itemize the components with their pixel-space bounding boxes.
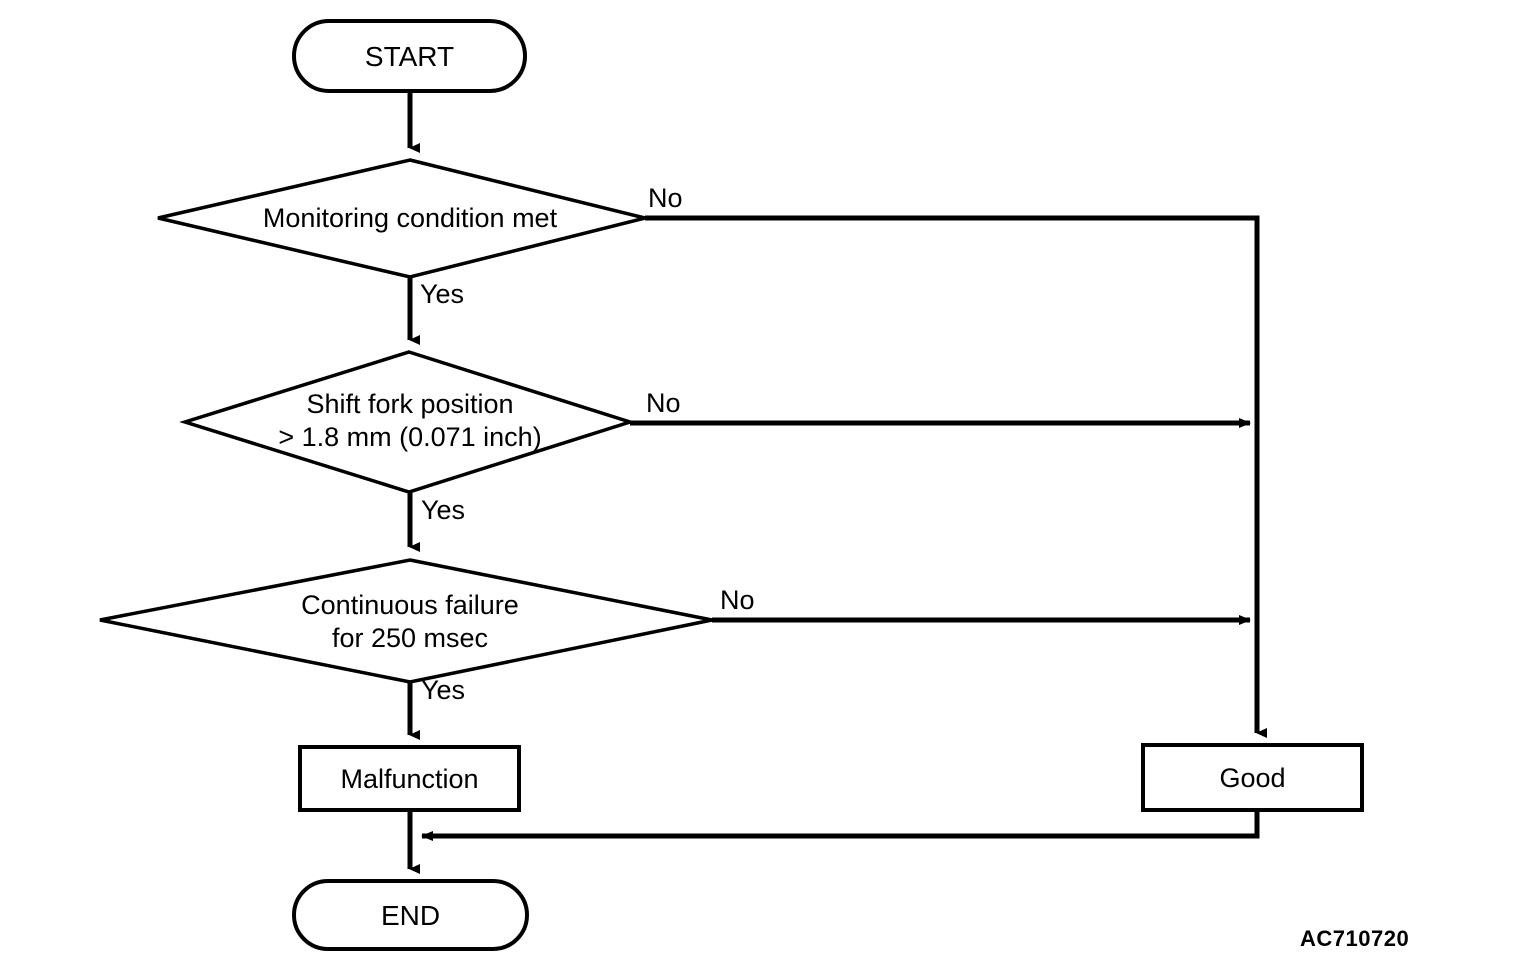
decision1-shape [157,158,646,279]
good-node-shape [1141,743,1364,812]
end-node-shape [292,879,529,951]
edge-good-to-end-join [421,810,1260,841]
edge-label-decision1-yes: Yes [420,279,465,309]
reference-code: AC710720 [1300,926,1410,951]
edge-decision1-no [645,215,1260,726]
edge-label-decision3-no: No [720,585,755,615]
malfunction-node-shape [298,745,521,812]
decision2-shape [179,350,636,494]
edge-label-decision1-no: No [648,183,683,213]
decision3-shape [99,558,713,684]
edge-label-decision2-no: No [646,388,681,418]
edge-label-decision2-yes: Yes [421,495,466,525]
start-node-shape [292,19,527,93]
edge-label-decision3-yes: Yes [421,675,466,705]
